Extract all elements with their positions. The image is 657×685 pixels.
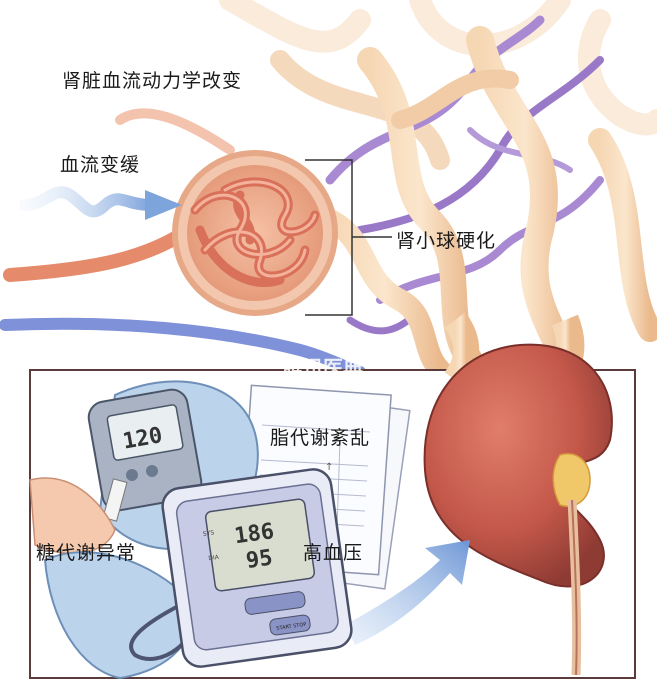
bp-monitor: 186 95 SYS DIA START STOP: [129, 468, 353, 668]
label-hemodynamics: 肾脏血流动力学改变: [62, 70, 243, 92]
kidney: [423, 343, 613, 676]
bp-systolic: 186: [233, 519, 276, 549]
bp-diastolic: 95: [244, 546, 274, 574]
slow-flow-arrow: [19, 186, 182, 220]
glucometer: 120: [29, 380, 259, 680]
label-slow-flow: 血流变缓: [60, 154, 141, 176]
svg-text:↑: ↑: [325, 462, 333, 473]
bp-dia-label: DIA: [208, 554, 220, 563]
sclerosis-bracket: [305, 159, 392, 316]
kidney-arrow: [345, 540, 470, 645]
label-hypertension: 高血压: [303, 542, 364, 564]
label-lipid-disorder: 脂代谢紊乱: [270, 427, 371, 449]
glomerulus: [172, 150, 338, 316]
bp-sys-label: SYS: [202, 529, 214, 538]
label-glomerulosclerosis: 肾小球硬化: [396, 230, 497, 252]
label-sugar-disorder: 糖代谢异常: [36, 542, 137, 564]
watermark: 腾讯医典: [283, 356, 363, 380]
bp-start-button: START STOP: [276, 622, 307, 632]
vessel-network: [0, 0, 657, 394]
